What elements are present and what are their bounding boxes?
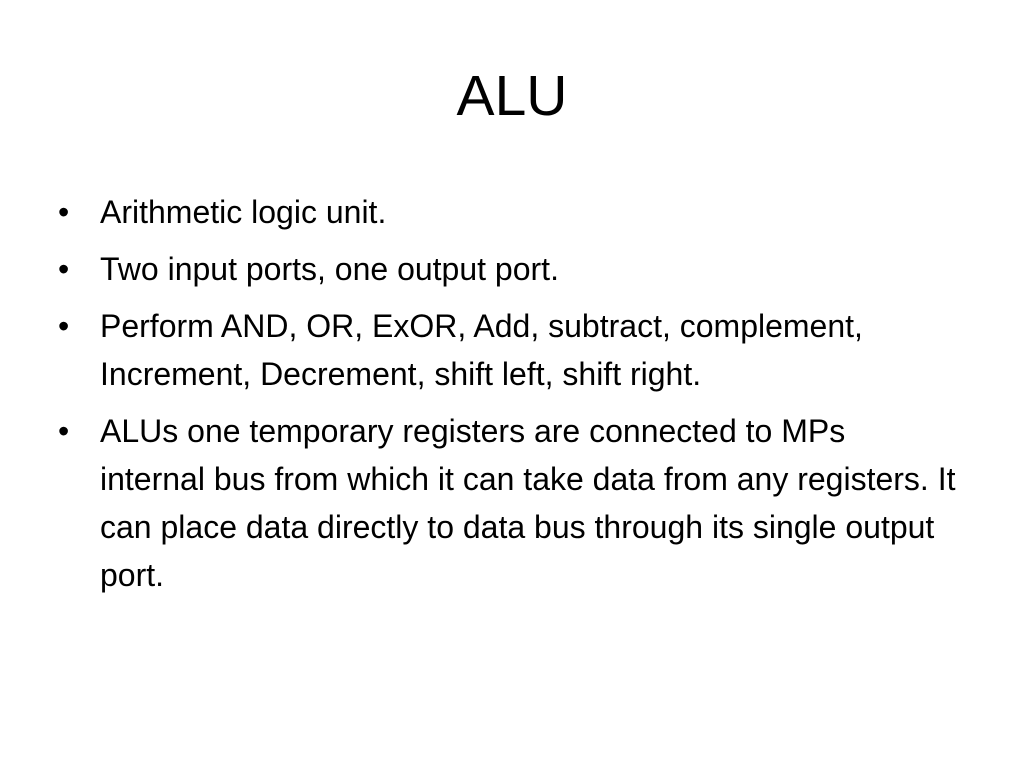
- bullet-icon: •: [58, 308, 70, 344]
- bullet-icon: •: [58, 194, 70, 230]
- bullet-text: ALUs one temporary registers are connect…: [100, 413, 956, 593]
- bullet-icon: •: [58, 251, 70, 287]
- bullet-text: Arithmetic logic unit.: [100, 194, 387, 230]
- slide-title: ALU: [456, 64, 568, 128]
- bullet-item-2: • Two input ports, one output port.: [58, 245, 958, 293]
- bullet-text: Two input ports, one output port.: [100, 251, 559, 287]
- bullet-icon: •: [58, 413, 70, 449]
- bullet-list: • Arithmetic logic unit. • Two input por…: [58, 188, 958, 608]
- bullet-item-4: • ALUs one temporary registers are conne…: [58, 407, 958, 599]
- bullet-text: Perform AND, OR, ExOR, Add, subtract, co…: [100, 308, 863, 392]
- bullet-item-1: • Arithmetic logic unit.: [58, 188, 958, 236]
- bullet-item-3: • Perform AND, OR, ExOR, Add, subtract, …: [58, 302, 958, 398]
